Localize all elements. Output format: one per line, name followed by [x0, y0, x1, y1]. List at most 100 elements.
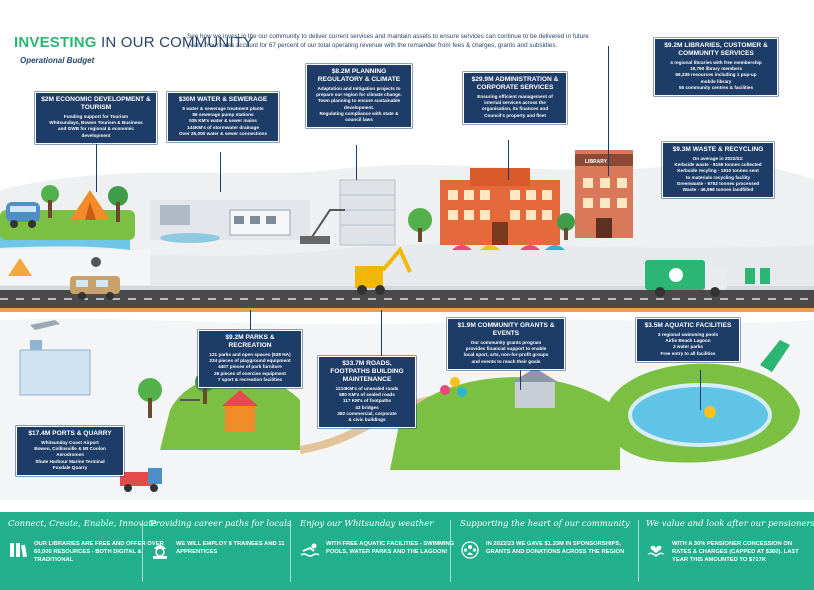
pin-roads [381, 310, 382, 360]
footer-text: WITH A 30% PENSIONER CONCESSION ON RATES… [672, 541, 799, 563]
economic-development-box: $2M ECONOMIC DEVELOPMENT & TOURISM Fundi… [35, 92, 157, 144]
ports-lines: Whitsunday Coast Airport Bowen, Collinsv… [34, 440, 106, 470]
footer-divider [450, 520, 451, 582]
libraries-amount: $9.2M [664, 42, 683, 49]
footer-item-aquatic: Enjoy our Whitsunday weather WITH FREE A… [300, 512, 455, 590]
libraries-box: $9.2M LIBRARIES, CUSTOMER & COMMUNITY SE… [654, 38, 778, 97]
ports-amount: $17.4M [28, 430, 51, 437]
parks-lines: 121 parks and open spaces (638 HA) 234 p… [209, 352, 291, 382]
page-subtitle: Operational Budget [20, 56, 95, 65]
road-verge-top [0, 286, 814, 290]
wheelie-bins [745, 268, 770, 284]
aquatic-box: $3.5M AQUATIC FACILITIES 3 regional swim… [636, 318, 740, 362]
aquatic-amount: $3.5M [644, 322, 663, 329]
footer-band: Connect, Create, Enable, Innovate OUR LI… [0, 512, 814, 590]
construction-site [300, 179, 396, 246]
park-playground [138, 372, 300, 450]
economic-amount: $2M [41, 96, 55, 103]
waste-box: $9.3M WASTE & RECYCLING On average in 20… [662, 142, 774, 199]
pin-parks [250, 310, 251, 340]
footer-heading: Providing career paths for locals [150, 519, 292, 529]
road-verge-bottom [0, 308, 814, 312]
footer-text: IN 2022/23 WE GAVE $1.33M IN SPONSORSHIP… [486, 541, 625, 555]
roads-lines: 1210KM's of unsealed roads 580 KM's of s… [335, 386, 399, 423]
libraries-lines: 4 regional libraries with free membershi… [670, 60, 762, 90]
excavator [355, 246, 412, 295]
swimming-pool [606, 340, 800, 463]
economic-lines: Funding support for Tourism Whitsundays,… [49, 114, 143, 138]
water-sewerage-box: $30M WATER & SEWERAGE 5 water & sewerage… [167, 92, 279, 143]
community-icon [461, 541, 479, 559]
footer-item-pensioners: We value and look after our pensioners W… [646, 512, 814, 590]
parks-title: PARKS & RECREATION [228, 334, 275, 349]
community-scene: LIBRARY [0, 150, 814, 500]
picnic-tent [8, 258, 32, 276]
roads-amount: $33.7M [342, 360, 365, 367]
administration-box: $29.9M ADMINISTRATION & CORPORATE SERVIC… [463, 72, 567, 124]
aquatic-lines: 3 regional swimming pools Airlie Beach L… [657, 332, 719, 356]
swimmer-icon [300, 543, 320, 557]
airport-building [19, 320, 91, 396]
footer-divider [290, 520, 291, 582]
trees [408, 208, 575, 242]
bbq [91, 257, 101, 267]
water-title: WATER & SEWERAGE [197, 96, 268, 103]
pin-libraries [608, 46, 609, 176]
title-rest: IN OUR COMMUNITY [96, 34, 254, 51]
parks-amount: $9.2M [225, 334, 244, 341]
library-building [575, 150, 633, 238]
cafe-umbrellas [452, 245, 565, 250]
worker-icon [153, 545, 167, 559]
libraries-title: LIBRARIES, CUSTOMER & COMMUNITY SERVICES [678, 42, 768, 57]
planning-title: PLANNING REGULATORY & CLIMATE [317, 68, 401, 83]
water-amount: $30M [178, 96, 196, 103]
water-lines: 5 water & sewerage treatment plants 86 s… [178, 106, 268, 136]
footer-item-careers: Providing career paths for locals WE WIL… [150, 512, 300, 590]
waste-amount: $9.3M [672, 146, 691, 153]
planning-amount: $8.2M [331, 68, 351, 75]
admin-lines: Ensuring efficient management of interna… [477, 94, 553, 118]
grants-box: $1.9M COMMUNITY GRANTS & EVENTS Our comm… [447, 318, 565, 370]
waste-lines: On average in 2022/23: Kerbside waste - … [674, 156, 762, 193]
grants-amount: $1.9M [457, 322, 476, 329]
aquatic-title: AQUATIC FACILITIES [664, 322, 732, 329]
water-treatment-plant [150, 200, 310, 243]
library-sign: LIBRARY [585, 159, 608, 165]
parks-box: $9.2M PARKS & RECREATION 121 parks and o… [198, 330, 302, 389]
pin-grants [520, 370, 521, 390]
footer-divider [142, 520, 143, 582]
admin-amount: $29.9M [471, 76, 494, 83]
footer-text: WE WILL EMPLOY 8 TRAINEES AND 11 APPRENT… [176, 541, 285, 555]
pin-planning [356, 145, 357, 180]
library-icon [10, 543, 28, 558]
roads-box: $33.7M ROADS, FOOTPATHS BUILDING MAINTEN… [318, 356, 416, 429]
pin-aquatic [700, 370, 701, 410]
caravan [70, 276, 120, 300]
footer-heading: Connect, Create, Enable, Innovate [8, 519, 157, 529]
footer-heading: Enjoy our Whitsunday weather [300, 519, 434, 529]
grants-title: COMMUNITY GRANTS & EVENTS [477, 322, 555, 337]
pin-economic [96, 142, 97, 192]
events-area [390, 368, 620, 470]
council-building [440, 168, 560, 245]
garbage-truck [645, 260, 727, 297]
ports-box: $17.4M PORTS & QUARRY Whitsunday Coast A… [16, 426, 124, 477]
grants-lines: Our community grants program provides fi… [463, 340, 549, 364]
footer-heading: We value and look after our pensioners [646, 519, 814, 529]
footer-heading: Supporting the heart of our community [460, 519, 630, 529]
roads-title: ROADS, FOOTPATHS BUILDING MAINTENANCE [330, 360, 404, 383]
footer-text: OUR LIBRARIES ARE FREE AND OFFER OVER 60… [34, 541, 164, 563]
footer-divider [638, 520, 639, 582]
planning-box: $8.2M PLANNING REGULATORY & CLIMATE Adap… [306, 64, 412, 129]
ports-title: PORTS & QUARRY [52, 430, 112, 437]
camping-scene [0, 185, 135, 240]
planning-lines: Adaptation and mitigation projects to pr… [316, 86, 402, 123]
economic-title: ECONOMIC DEVELOPMENT & TOURISM [55, 96, 151, 111]
admin-title: ADMINISTRATION & CORPORATE SERVICES [476, 76, 559, 91]
footer-text: WITH FREE AQUATIC FACILITIES - SWIMMING … [326, 541, 455, 555]
page-title: INVESTING IN OUR COMMUNITY [14, 34, 253, 51]
footer-item-libraries: Connect, Create, Enable, Innovate OUR LI… [8, 512, 164, 590]
intro-paragraph: See how we invest in the our community t… [187, 33, 589, 49]
footer-item-community: Supporting the heart of our community IN… [460, 512, 635, 590]
